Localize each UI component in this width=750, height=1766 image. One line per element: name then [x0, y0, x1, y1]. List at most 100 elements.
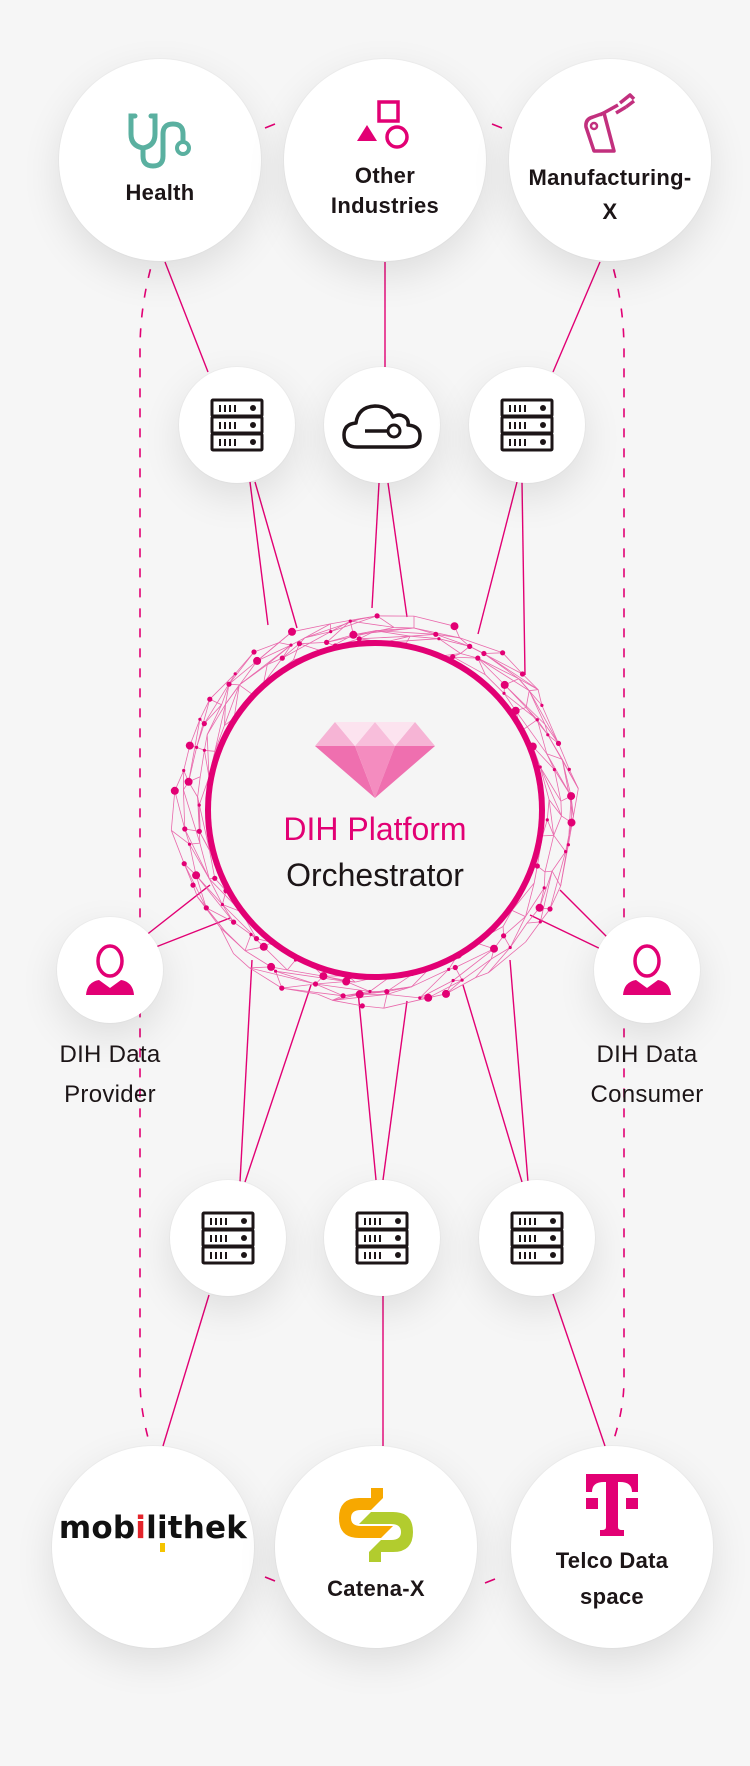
mesh-edge: [171, 829, 190, 845]
server-vent: [374, 1218, 376, 1225]
industry-other-node[interactable]: Other Industries: [284, 59, 486, 261]
mesh-node: [182, 826, 188, 832]
mesh-edge: [551, 851, 566, 872]
mesh-node: [226, 681, 232, 687]
industry-manufacturing-label-2: X: [602, 199, 618, 224]
mesh-edge: [528, 690, 559, 744]
server-vent: [210, 1218, 212, 1225]
mesh-edge: [560, 801, 562, 816]
dataspace-telco-node[interactable]: Telco Data space: [511, 1446, 713, 1648]
server-vent: [215, 1218, 217, 1225]
mesh-edge: [536, 719, 548, 754]
mesh-edge: [330, 618, 362, 625]
mesh-node: [203, 905, 209, 911]
mesh-edge: [244, 950, 272, 968]
mesh-edge: [361, 615, 378, 619]
mesh-node: [418, 996, 422, 1000]
mesh-edge: [170, 790, 176, 831]
mesh-edge: [204, 749, 215, 752]
mesh-edge: [525, 887, 545, 917]
mesh-edge: [452, 948, 495, 981]
mesh-edge: [221, 684, 230, 705]
data-consumer-label-1: DIH Data: [596, 1041, 698, 1068]
server-led: [540, 405, 546, 411]
mesh-node: [433, 631, 439, 637]
mesh-edge: [546, 819, 555, 836]
mesh-edge: [539, 908, 551, 923]
server-vent: [529, 1252, 531, 1259]
dataspace-catenax-node[interactable]: Catena-X: [275, 1446, 477, 1648]
mesh-edge: [522, 673, 539, 690]
mesh-edge: [204, 734, 208, 751]
mesh-edge: [189, 719, 201, 746]
mesh-edge: [502, 910, 513, 927]
mesh-edge: [532, 746, 555, 770]
mesh-edge: [359, 635, 411, 640]
mesh-edge: [548, 799, 555, 836]
mesh-edge: [539, 766, 562, 817]
mesh-edge: [452, 656, 486, 676]
mesh-edge: [477, 657, 486, 675]
mesh-node: [546, 733, 550, 737]
dashed-fragment: [264, 1576, 276, 1582]
upper-cloud-node[interactable]: [324, 367, 440, 483]
mesh-edge: [287, 969, 324, 977]
mesh-node: [460, 978, 464, 982]
mesh-node: [207, 696, 213, 702]
upper-server-node-left[interactable]: [179, 367, 295, 483]
mesh-edge: [525, 690, 530, 708]
server-led: [540, 422, 546, 428]
mesh-edge: [317, 993, 333, 1001]
mesh-edge: [244, 934, 252, 951]
mesh-edge: [511, 882, 535, 911]
industry-health-node[interactable]: Health: [59, 59, 261, 261]
mesh-edge: [438, 638, 470, 647]
mesh-node: [187, 842, 192, 846]
server-led: [250, 422, 256, 428]
mesh-node: [450, 654, 456, 660]
mesh-edge: [539, 766, 562, 802]
mesh-edge: [386, 974, 413, 992]
lower-server-node-left[interactable]: [170, 1180, 286, 1296]
connection-line: [357, 990, 377, 1181]
connection-line: [254, 481, 298, 629]
connection-line: [244, 984, 312, 1183]
mesh-node: [567, 792, 576, 801]
data-provider-node[interactable]: [57, 917, 163, 1023]
upper-server-node-right[interactable]: [469, 367, 585, 483]
server-vent: [514, 405, 516, 412]
mesh-edge: [209, 850, 216, 879]
mesh-edge: [504, 684, 546, 725]
mesh-edge: [469, 646, 523, 675]
server-led: [241, 1218, 247, 1224]
data-consumer-node[interactable]: [594, 917, 700, 1023]
mesh-edge: [184, 828, 210, 879]
mesh-edge: [206, 734, 210, 778]
mesh-edge: [275, 970, 347, 982]
mesh-edge: [224, 704, 226, 726]
industry-manufacturing-node[interactable]: Manufacturing- X: [509, 59, 711, 261]
mesh-edge: [551, 870, 561, 887]
mesh-edge: [286, 959, 296, 971]
mesh-edge: [206, 703, 226, 735]
industry-manufacturing-label-1: Manufacturing-: [528, 165, 692, 190]
mesh-edge: [281, 987, 318, 995]
mesh-edge: [291, 623, 331, 633]
lower-server-node-center[interactable]: [324, 1180, 440, 1296]
mesh-node: [185, 741, 194, 750]
mesh-edge: [197, 776, 201, 798]
lower-server-node-right[interactable]: [479, 1180, 595, 1296]
server-vent: [224, 405, 226, 412]
mesh-edge: [275, 971, 283, 989]
mesh-edge: [411, 969, 449, 988]
mesh-node: [475, 655, 481, 661]
dataspace-mobilithek-node[interactable]: mobilithek: [52, 1446, 254, 1648]
mesh-node: [542, 886, 546, 890]
server-icon: [500, 398, 554, 452]
server-led: [241, 1252, 247, 1258]
mesh-edge: [394, 627, 415, 629]
mesh-node: [566, 843, 571, 847]
orchestrator-hub[interactable]: DIH Platform Orchestrator: [211, 646, 539, 974]
mesh-edge: [220, 927, 246, 951]
mesh-edge: [528, 690, 546, 725]
